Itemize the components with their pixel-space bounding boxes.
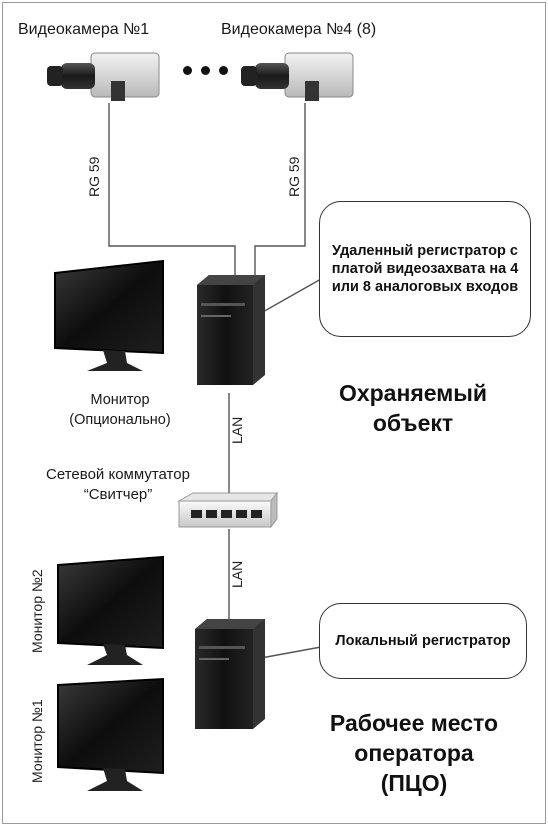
guarded-zone-title-line2: объект [372, 409, 454, 436]
local-recorder-icon [195, 619, 265, 729]
guarded-zone-title: Охраняемый объект [303, 379, 523, 439]
lan-lower-label: LAN [229, 560, 245, 588]
guarded-zone-title-line1: Охраняемый [338, 380, 488, 406]
camera-4-icon [241, 52, 354, 101]
cable-1-label: RG 59 [86, 156, 102, 197]
camera-1-icon [47, 52, 160, 101]
monitor-1-label: Монитор №1 [29, 699, 45, 783]
operator-zone-title-line1: Рабочее место [329, 710, 499, 736]
remote-recorder-callout: Удаленный регистратор с платой видеозахв… [319, 201, 531, 337]
network-switch-icon [177, 491, 278, 529]
operator-zone-title: Рабочее место оператора (ПЦО) [291, 709, 537, 799]
connection-wires [47, 52, 354, 791]
local-recorder-callout-text: Локальный регистратор [335, 632, 511, 649]
local-recorder-callout: Локальный регистратор [319, 603, 527, 679]
remote-recorder-callout-text: Удаленный регистратор с платой видеозахв… [331, 242, 519, 296]
switch-label: Сетевой коммутатор “Свитчер” [23, 465, 213, 504]
monitor-2-label: Монитор №2 [29, 569, 45, 653]
optional-monitor-icon [54, 259, 164, 371]
remote-recorder-icon [197, 275, 265, 385]
cable-2-label: RG 59 [286, 156, 302, 197]
optional-monitor-label: Монитор (Опционально) [55, 391, 185, 430]
ellipsis-dot [183, 66, 192, 75]
switch-label-line1: Сетевой коммутатор [46, 466, 190, 483]
optional-monitor-label-line2: (Опционально) [69, 411, 171, 428]
ellipsis-dot [201, 66, 210, 75]
monitor-2-icon [57, 555, 164, 665]
monitor-1-icon [57, 677, 164, 791]
lan-upper-label: LAN [229, 416, 245, 444]
camera-1-label: Видеокамера №1 [18, 21, 150, 38]
optional-monitor-label-line1: Монитор [90, 392, 150, 408]
ellipsis-dot [219, 66, 228, 75]
operator-zone-title-line3: (ПЦО) [380, 769, 448, 796]
camera-4-label: Видеокамера №4 (8) [221, 21, 377, 38]
switch-label-line2: “Свитчер” [83, 485, 153, 503]
operator-zone-title-line2: оператора [354, 739, 474, 766]
